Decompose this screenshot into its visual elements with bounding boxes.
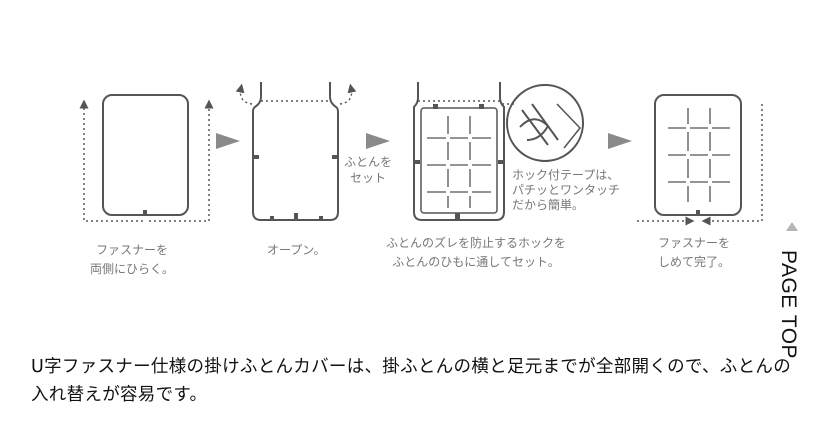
step1-caption: ファスナーを 両側にひらく。 <box>90 243 175 276</box>
futon-cover-diagram <box>79 82 763 226</box>
triangle-up-icon <box>786 222 798 231</box>
step-arrow-2 <box>366 133 390 149</box>
product-description: U字ファスナー仕様の掛けふとんカバーは、掛ふとんの横と足元までが全部開くので、ふ… <box>31 356 792 405</box>
page-top-label: PAGE TOP <box>777 250 800 360</box>
step3-illustration <box>413 82 584 221</box>
note-hook-tape: ホック付テープは、 パチッとワンタッチ だから簡単。 <box>512 168 621 212</box>
step2-caption: オープン。 <box>267 243 326 257</box>
step2-illustration <box>235 82 357 221</box>
step4-caption: ファスナーを しめて完了。 <box>658 236 731 269</box>
page-top-button[interactable]: PAGE TOP <box>768 222 814 397</box>
step4-illustration <box>637 94 763 226</box>
step1-illustration <box>79 94 214 222</box>
note-set-futon: ふとんを セット <box>344 155 393 185</box>
step-arrow-3 <box>608 133 632 149</box>
step3-caption: ふとんのズレを防止するホックを ふとんのひもに通してセット。 <box>386 236 567 269</box>
step-arrow-1 <box>216 133 240 149</box>
